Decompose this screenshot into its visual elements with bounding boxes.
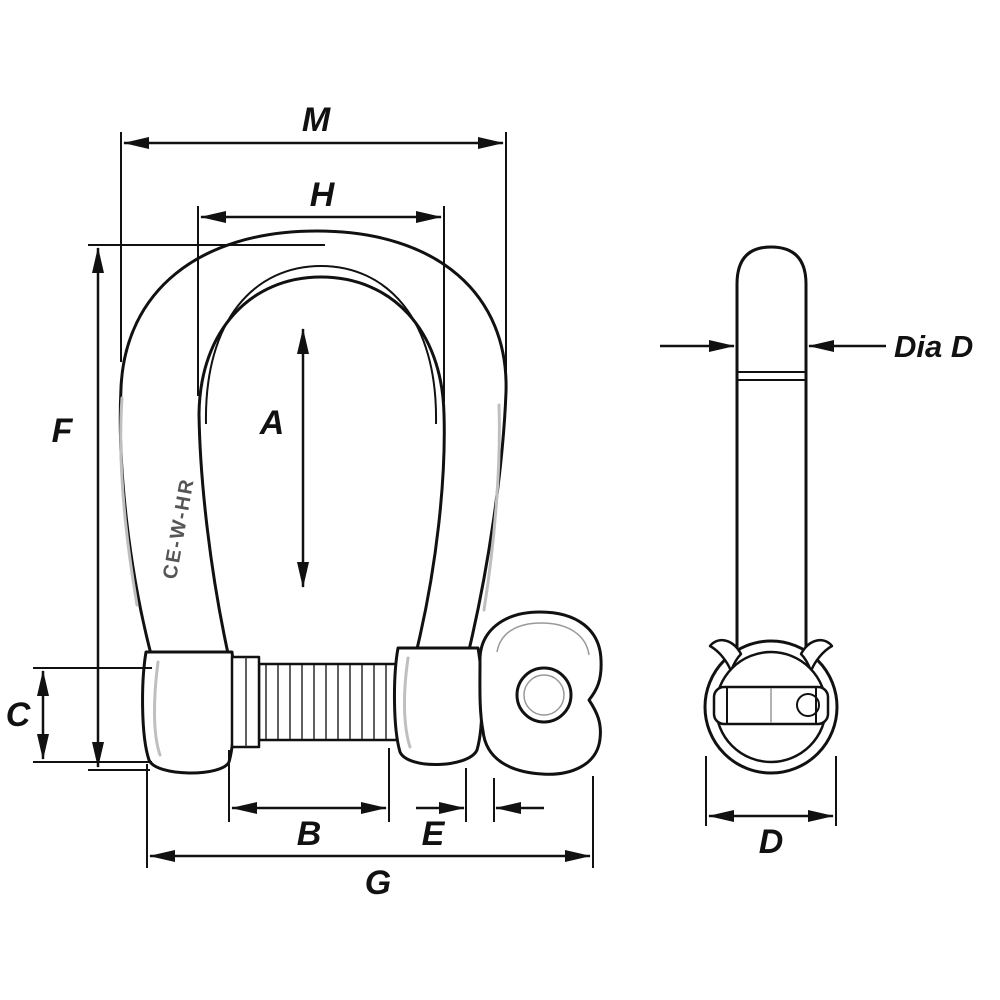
bow-body (118, 229, 508, 660)
dim-label-b: B (297, 815, 322, 853)
dim-label-e: E (422, 815, 446, 853)
dim-label-h: H (310, 176, 336, 214)
dim-label-d: D (759, 823, 784, 861)
pin-head-tip-circle (796, 693, 820, 717)
left-foot-shade (153, 660, 162, 757)
dim-label-a: A (259, 404, 285, 442)
pin-thread-lines (265, 665, 387, 739)
pin-side-shaft (735, 245, 808, 652)
bow-shade-left (119, 396, 139, 607)
pin-head-ear-left (708, 638, 743, 673)
dim-label-m: M (302, 101, 331, 139)
dimension-annotations: M H F A C B E G (6, 101, 974, 902)
bow-shade-right (482, 403, 501, 612)
pin-head-ear-right (799, 638, 834, 673)
front-view-bow-shackle: CE-W-HR (118, 229, 603, 776)
dim-label-c: C (6, 696, 31, 734)
bow-chamfer-line (204, 264, 438, 425)
pin-eye-head-inner-line (496, 622, 590, 656)
dim-label-g: G (365, 864, 391, 902)
pin-eye-hole-shade (523, 674, 565, 716)
side-view-pin (703, 245, 839, 775)
dim-label-f: F (52, 412, 74, 450)
right-foot-shade (403, 656, 412, 749)
pin-eye-hole (515, 666, 573, 724)
dim-label-dia-d: Dia D (894, 329, 973, 364)
pin-shaft (257, 662, 399, 742)
